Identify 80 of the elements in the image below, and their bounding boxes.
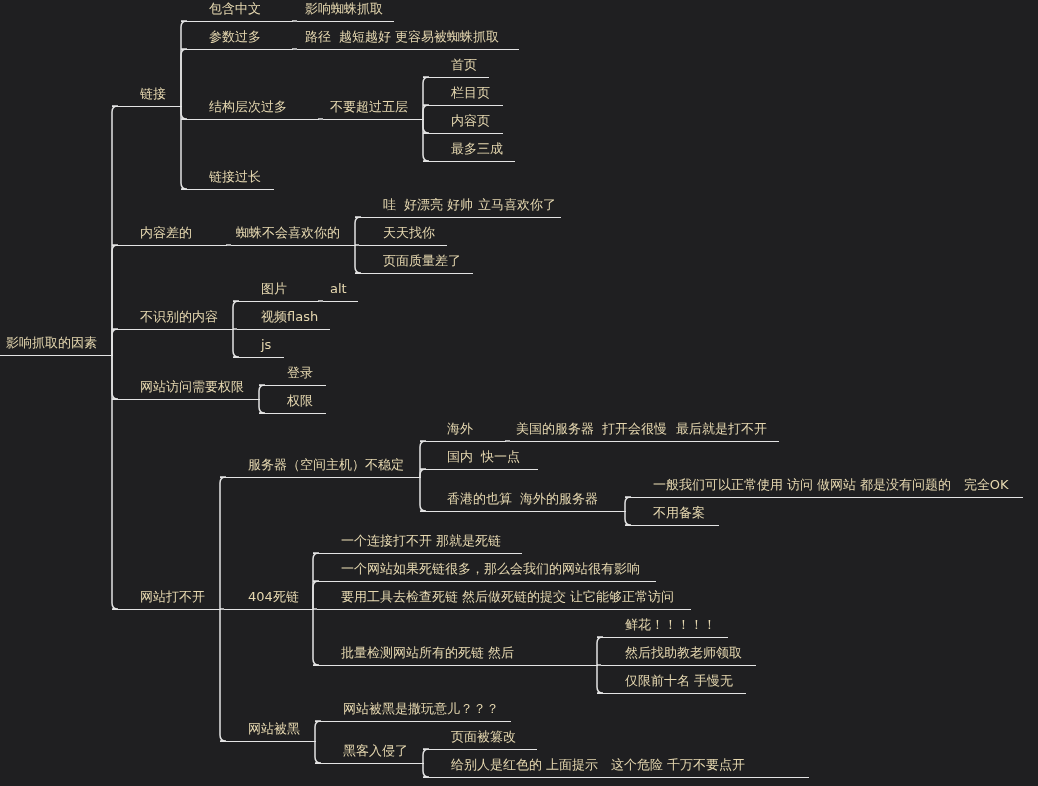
branch-line [422, 748, 430, 764]
topic-label: 404死链 [224, 587, 314, 610]
topic-label: 最多三成 [423, 139, 515, 162]
branch-line [111, 328, 119, 356]
topic-label: 哇 好漂亮 好帅 立马喜欢你了 [355, 195, 561, 218]
topic-label: 海外 [420, 419, 506, 442]
branch-line [312, 580, 320, 610]
branch-line [422, 104, 430, 120]
branch-line [354, 244, 362, 274]
branch-line [232, 328, 240, 358]
topic-label: 网站被黑 [220, 719, 316, 742]
topic-label: 美国的服务器 打开会很慢 最后就是打不开 [510, 419, 779, 442]
topic-label: 图片 [233, 279, 319, 302]
branch-line [258, 384, 266, 400]
topic-label: 链接 [112, 84, 182, 107]
topic-label: 然后找助教老师领取 [601, 643, 756, 666]
topic-label: 网站被黑是撒玩意儿？？？ [315, 699, 511, 722]
topic-label: 香港的也算 海外的服务器 [420, 489, 626, 512]
topic-label: 仅限前十名 手慢无 [597, 671, 746, 694]
topic-label: 结构层次过多 [181, 97, 319, 120]
branch-line [317, 118, 324, 120]
branch-line [422, 118, 430, 162]
branch-line [624, 510, 632, 526]
branch-line [219, 608, 227, 742]
topic-label: 首页 [423, 55, 489, 78]
topic-label: 页面质量差了 [355, 251, 473, 274]
topic-label: 黑客入侵了 [315, 741, 424, 764]
topic-label: 要用工具去检查死链 然后做死链的提交 让它能够正常访问 [317, 587, 691, 610]
branch-line [291, 20, 298, 22]
branch-line [504, 440, 511, 442]
topic-label: 链接过长 [181, 167, 274, 190]
branch-line [317, 300, 324, 302]
branch-line [312, 608, 320, 666]
topic-label: 不用备案 [625, 503, 719, 526]
branch-line [354, 244, 360, 246]
branch-line [225, 244, 232, 246]
topic-label: 路径 越短越好 更容易被蜘蛛抓取 [297, 27, 519, 50]
topic-label: 网站打不开 [112, 587, 221, 610]
branch-line [219, 608, 225, 610]
branch-line [596, 664, 604, 694]
topic-label: 鲜花！！！！！ [597, 615, 728, 638]
topic-label: 国内 快一点 [420, 447, 538, 470]
branch-line [232, 328, 238, 330]
topic-label: 网站访问需要权限 [112, 377, 260, 400]
topic-label: 内容页 [423, 111, 503, 134]
topic-label: 参数过多 [181, 27, 293, 50]
topic-label: 栏目页 [423, 83, 503, 106]
topic-label: 一个网站如果死链很多，那么会我们的网站很有影响 [313, 559, 656, 582]
topic-label: 批量检测网站所有的死链 然后 [313, 643, 598, 666]
topic-label: 页面被篡改 [423, 727, 537, 750]
topic-label: 包含中文 [181, 0, 293, 22]
branch-line [258, 398, 266, 414]
topic-label: alt [323, 279, 358, 302]
branch-line [422, 762, 430, 778]
topic-label: 一般我们可以正常使用 访问 做网站 都是没有问题的 完全OK [625, 475, 1023, 498]
topic-label: 登录 [259, 363, 326, 386]
topic-label: 影响抓取的因素 [0, 333, 113, 356]
branch-line [314, 740, 322, 764]
topic-label: 一个连接打不开 那就是死链 [313, 531, 522, 554]
topic-label: 内容差的 [112, 223, 227, 246]
branch-line [624, 496, 632, 512]
branch-line [312, 608, 318, 610]
branch-line [111, 354, 119, 610]
topic-label: 不要超过五层 [323, 97, 424, 120]
branch-line [180, 105, 188, 190]
topic-label: 权限 [259, 391, 326, 414]
topic-label: 给别人是红色的 上面提示 这个危险 千万不要点开 [423, 755, 809, 778]
topic-label: 蜘蛛不会喜欢你的 [231, 223, 356, 246]
branch-line [419, 468, 427, 478]
branch-line [291, 48, 298, 50]
branch-line [314, 720, 322, 742]
topic-label: 天天找你 [359, 223, 447, 246]
branch-line [596, 664, 602, 666]
topic-label: 不识别的内容 [112, 307, 234, 330]
topic-label: 视频flash [237, 307, 330, 330]
topic-label: 服务器（空间主机）不稳定 [220, 455, 421, 478]
branch-line [419, 476, 427, 512]
topic-label: js [233, 335, 284, 358]
branch-line [180, 48, 188, 107]
topic-label: 影响蜘蛛抓取 [297, 0, 394, 22]
